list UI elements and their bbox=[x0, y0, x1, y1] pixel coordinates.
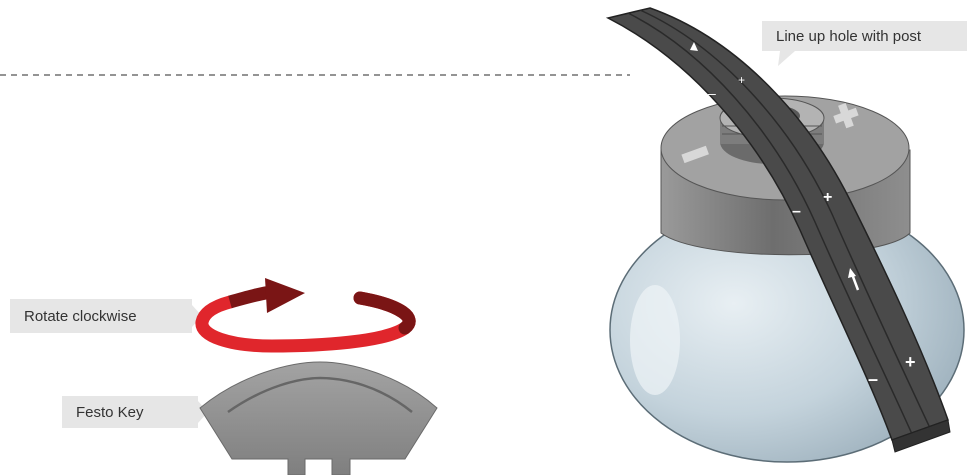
callout-pointer-rotate bbox=[192, 305, 202, 327]
callout-pointer-line-up bbox=[778, 51, 795, 66]
strap-plus-mark-bottom: + bbox=[905, 352, 916, 372]
festo-key-label: Festo Key bbox=[62, 396, 198, 428]
festo-key-text: Festo Key bbox=[76, 403, 144, 421]
strap-arrow-icon bbox=[605, 7, 951, 453]
rotate-clockwise-arrow-icon bbox=[195, 278, 416, 353]
line-up-hole-label: Line up hole with post bbox=[762, 21, 967, 51]
line-up-hole-text: Line up hole with post bbox=[776, 27, 922, 45]
collar-plus-mark bbox=[833, 103, 859, 129]
strap-plus-mark-mid: + bbox=[823, 189, 832, 206]
strap-minus-mark-mid: – bbox=[792, 203, 801, 220]
strap-plus-mark-top: + bbox=[738, 73, 745, 87]
rotate-clockwise-label: Rotate clockwise bbox=[10, 299, 192, 333]
rotate-clockwise-text: Rotate clockwise bbox=[24, 307, 137, 325]
strap-minus-mark-top: – bbox=[708, 85, 716, 101]
collar-minus-mark bbox=[681, 145, 709, 164]
strap-minus-mark-bottom: – bbox=[868, 369, 878, 389]
festo-key-icon bbox=[199, 361, 438, 475]
